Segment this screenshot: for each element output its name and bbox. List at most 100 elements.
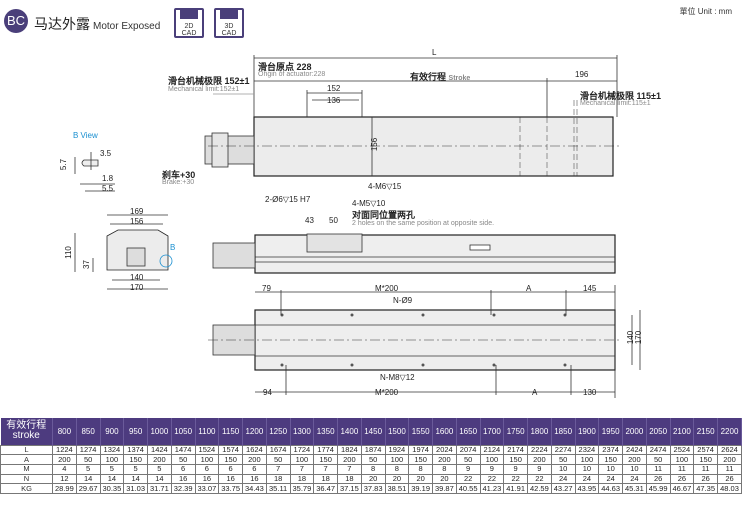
stroke-column-header: 1050 xyxy=(171,418,196,445)
dim-L: L xyxy=(432,48,437,57)
table-cell: 100 xyxy=(479,454,505,465)
table-cell: 2124 xyxy=(479,444,505,456)
dim-196: 196 xyxy=(575,70,589,79)
table-cell: 20 xyxy=(360,473,386,485)
table-cell: 24 xyxy=(622,473,647,485)
table-cell: 5 xyxy=(123,463,148,475)
table-cell: 100 xyxy=(99,454,125,465)
dim-152: 152 xyxy=(327,84,341,93)
dim-136: 136 xyxy=(327,96,341,105)
table-cell: 8 xyxy=(432,463,457,475)
b-view-title: B View xyxy=(73,131,98,140)
table-cell: 2274 xyxy=(550,444,576,456)
table-cell: 1674 xyxy=(265,444,291,456)
table-cell: 46.67 xyxy=(669,483,695,494)
table-cell: 200 xyxy=(52,454,77,465)
table-cell: 24 xyxy=(598,473,623,485)
stroke-column-header: 1150 xyxy=(218,418,243,445)
table-cell: 47.35 xyxy=(693,483,718,494)
stroke-column-header: 1450 xyxy=(361,418,386,445)
table-cell: 42.59 xyxy=(527,483,552,494)
table-cell: 7 xyxy=(313,463,338,475)
table-cell: 4 xyxy=(52,463,77,475)
table-cell: 150 xyxy=(598,454,623,465)
table-cell: 31.03 xyxy=(123,483,148,494)
table-cell: 10 xyxy=(574,463,600,475)
cad-2d-label2: CAD xyxy=(181,30,197,37)
dim-130: 130 xyxy=(583,388,597,397)
table-cell: 2074 xyxy=(455,444,481,456)
table-cell: 2524 xyxy=(669,444,695,456)
table-cell: 2474 xyxy=(645,444,671,456)
stroke-column-header: 1850 xyxy=(551,418,576,445)
table-cell: 150 xyxy=(313,454,338,465)
end-dim-37: 37 xyxy=(81,260,91,269)
table-cell: 100 xyxy=(669,454,695,465)
table-cell: 100 xyxy=(384,454,410,465)
side-view xyxy=(212,233,616,274)
table-cell: 14 xyxy=(147,473,172,485)
table-cell: 26 xyxy=(717,473,742,485)
table-cell: 16 xyxy=(218,473,243,485)
table-cell: 6 xyxy=(218,463,243,475)
stroke-column-header: 1800 xyxy=(527,418,552,445)
table-cell: 36.47 xyxy=(313,483,338,494)
table-cell: 150 xyxy=(693,454,718,465)
stroke-en: Stroke xyxy=(448,75,471,82)
table-cell: 1424 xyxy=(147,444,172,456)
table-cell: 14 xyxy=(75,473,101,485)
row-label: A xyxy=(0,454,53,465)
table-cell: 200 xyxy=(622,454,647,465)
table-cell: 200 xyxy=(337,454,362,465)
stroke-cn: 有效行程 xyxy=(410,72,447,82)
stroke-column-header: 2200 xyxy=(717,418,742,445)
table-cell: 11 xyxy=(693,463,718,475)
table-cell: 35.11 xyxy=(265,483,291,494)
table-cell: 200 xyxy=(432,454,457,465)
table-cell: 26 xyxy=(645,473,671,485)
table-cell: 9 xyxy=(503,463,528,475)
cad-3d-label: 3D xyxy=(224,23,234,30)
table-cell: 2174 xyxy=(503,444,528,456)
table-cell: 16 xyxy=(242,473,267,485)
mech-limit-right-cn: 滑台机械极限 115±1 xyxy=(580,91,661,101)
end-b-marker: B xyxy=(170,243,176,252)
n-hole-label: N-Ø9 xyxy=(393,296,413,305)
mech-limit-left-cn: 滑台机械极限 152±1 xyxy=(168,76,250,86)
table-cell: 100 xyxy=(194,454,220,465)
table-cell: 18 xyxy=(289,473,315,485)
b-dim-1-8: 1.8 xyxy=(102,174,114,183)
table-cell: 34.43 xyxy=(242,483,267,494)
stroke-column-header: 2100 xyxy=(670,418,695,445)
table-cell: 39.19 xyxy=(408,483,433,494)
m5-en: 2 holes on the same position at opposite… xyxy=(352,220,495,227)
row-label: M xyxy=(0,463,53,475)
table-cell: 29.67 xyxy=(75,483,101,494)
table-cell: 39.87 xyxy=(432,483,457,494)
table-cell: 24 xyxy=(550,473,576,485)
stroke-column-header: 1650 xyxy=(456,418,481,445)
table-cell: 1474 xyxy=(170,444,196,456)
table-cell: 11 xyxy=(645,463,671,475)
table-cell: 1574 xyxy=(218,444,243,456)
b-dim-5-5: 5.5 xyxy=(102,184,114,193)
stroke-column-header: 1000 xyxy=(147,418,172,445)
dim-a-top: A xyxy=(526,284,532,293)
stroke-column-header: 800 xyxy=(52,418,77,445)
stroke-column-header: 2150 xyxy=(693,418,718,445)
table-cell: 1374 xyxy=(123,444,148,456)
stroke-header-cn: 有效行程 xyxy=(6,420,47,432)
stroke-column-header: 2000 xyxy=(622,418,647,445)
b-view-detail xyxy=(74,152,115,192)
dim-m200-bottom: M*200 xyxy=(375,388,399,397)
b-dim-5-7: 5.7 xyxy=(59,158,69,171)
table-cell: 2024 xyxy=(432,444,457,456)
table-cell: 200 xyxy=(527,454,552,465)
